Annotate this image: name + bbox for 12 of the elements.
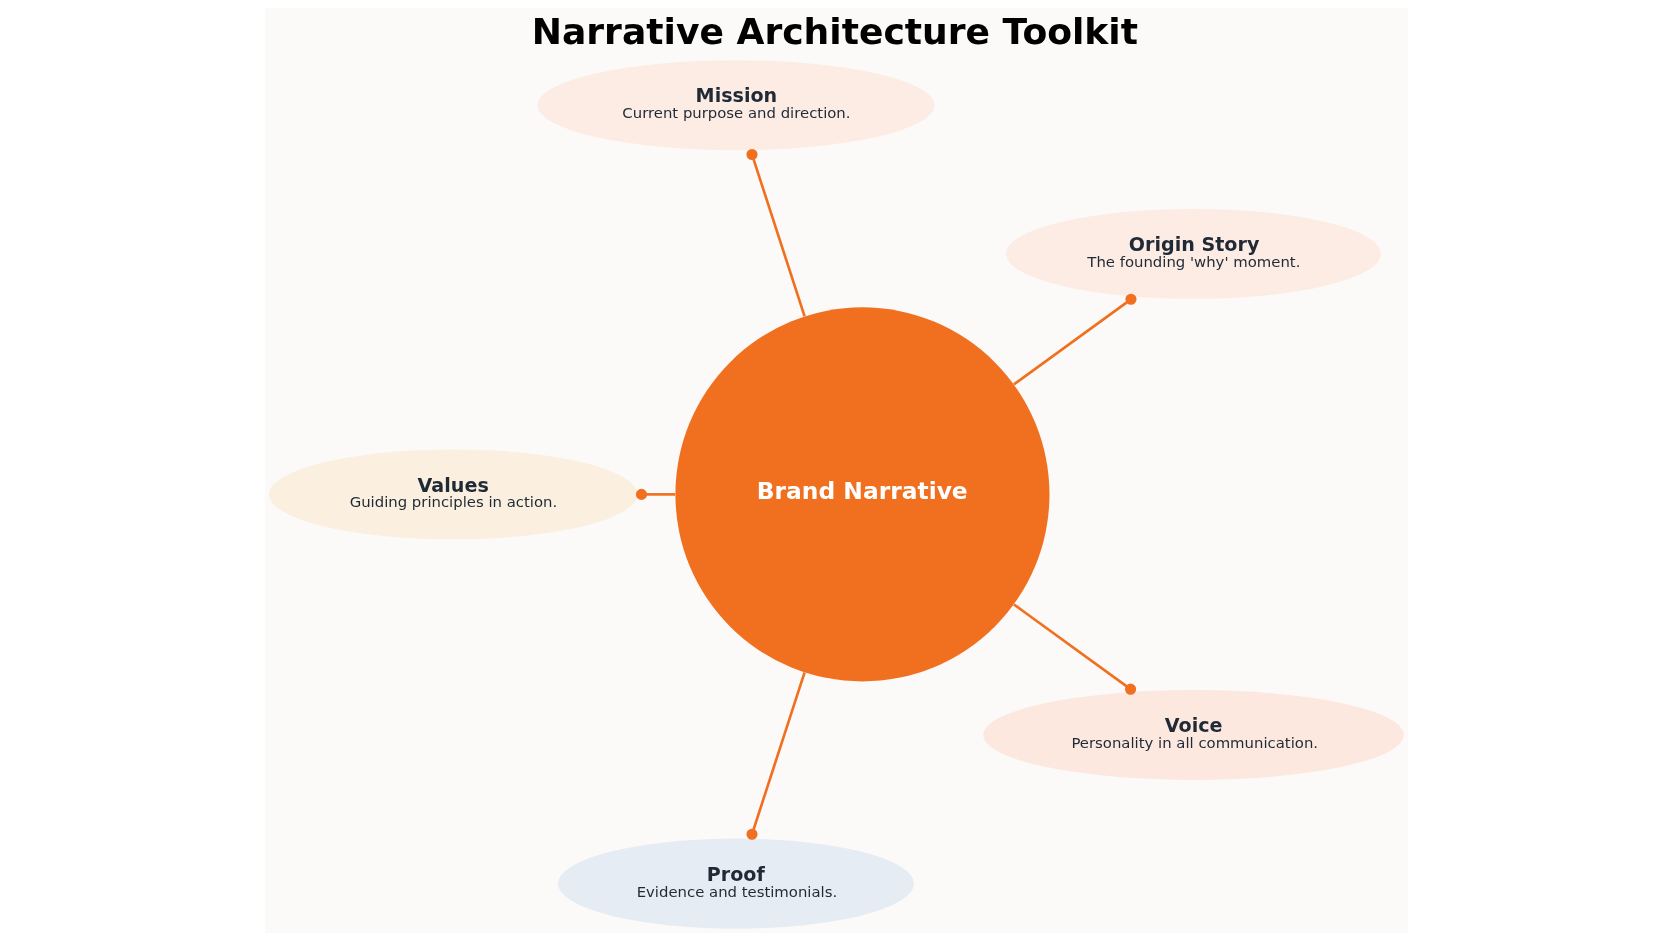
node-ellipse: Voice Personality in all communication. bbox=[982, 689, 1404, 780]
node-ellipse: Proof Evidence and testimonials. bbox=[557, 838, 914, 929]
node-ellipse: Mission Current purpose and direction. bbox=[537, 60, 934, 151]
connector bbox=[745, 148, 806, 317]
node-circle: Brand Narrative bbox=[674, 307, 1049, 682]
node-ellipse: Origin Story The founding 'why' moment. bbox=[1005, 208, 1381, 299]
diagram-title: Narrative Architecture Toolkit bbox=[531, 10, 1138, 54]
connector bbox=[745, 672, 806, 840]
connector bbox=[1012, 603, 1136, 695]
connector bbox=[635, 488, 675, 500]
node-ellipse: Values Guiding principles in action. bbox=[268, 449, 637, 540]
connector bbox=[1012, 293, 1137, 386]
